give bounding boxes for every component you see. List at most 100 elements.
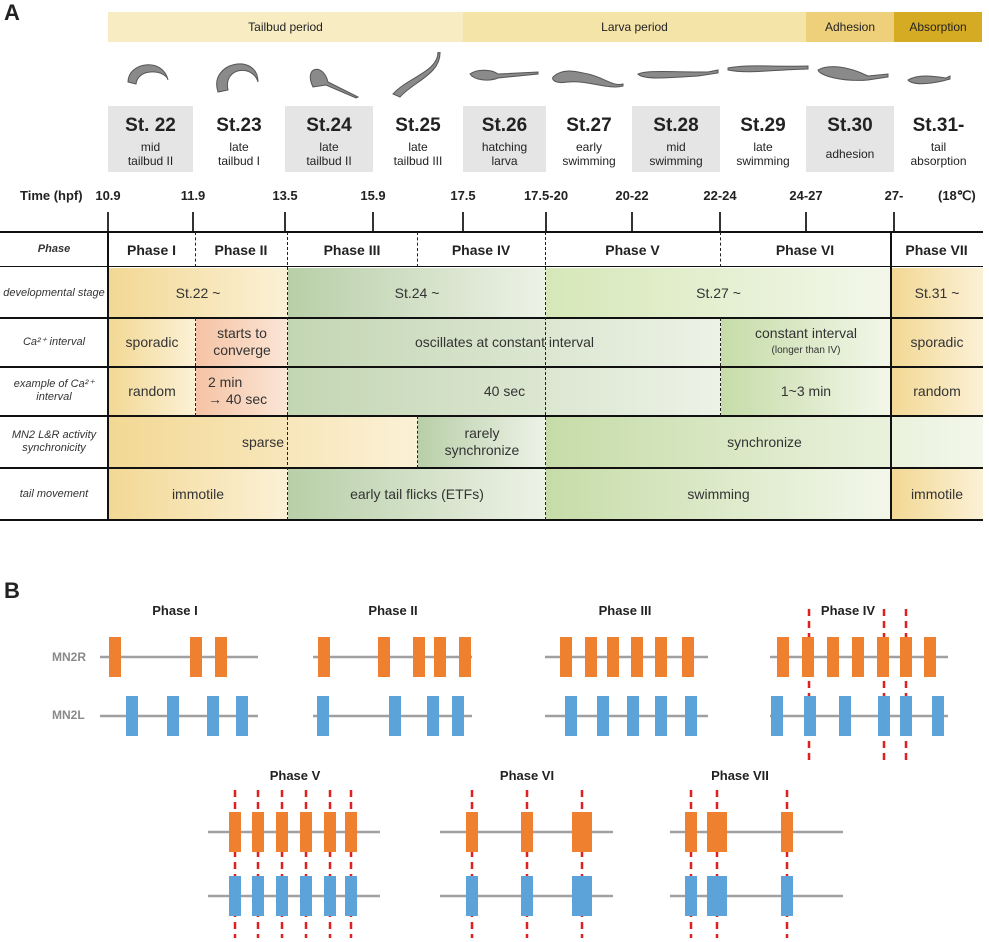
mn2l-spike (839, 696, 851, 736)
embryo-st23-image (216, 63, 259, 93)
ca-interval-note: (longer than IV) (771, 345, 841, 356)
mn2r-spike (378, 637, 390, 677)
time-tick (372, 212, 374, 232)
phase-separator (720, 232, 721, 267)
bg-dev-3 (546, 268, 891, 320)
phase-header: Phase V (605, 241, 660, 258)
panel-b-letter: B (4, 578, 20, 603)
mn2l-spike (597, 696, 609, 736)
phase-vi-title: Phase VI (499, 768, 555, 783)
stage-desc: mid (140, 140, 161, 154)
time-value: 15.9 (360, 188, 386, 203)
dev-stage-cell: St.24 ~ (394, 284, 440, 301)
period-larva: Larva period (463, 12, 806, 42)
mn2l-spike (452, 696, 464, 736)
mn2l-spike (300, 876, 312, 916)
phase-row-label: Phase (37, 243, 71, 255)
mn2r-spike (466, 812, 478, 852)
phase-iv-title: Phase IV (820, 603, 876, 618)
mn2l-spike (324, 876, 336, 916)
phase-header: Phase VI (775, 241, 835, 258)
bg-mn-2 (418, 416, 546, 468)
time-value: 17.5 (450, 188, 476, 203)
mn2l-spike (466, 876, 478, 916)
example-interval-line: 2 min (208, 374, 243, 390)
phase-i-title: Phase I (152, 603, 198, 618)
tail-movement-cell: immotile (910, 485, 964, 502)
mn2r-spike (585, 637, 597, 677)
tail-movement-row-label: tail movement (19, 487, 89, 500)
mn2l-spike (427, 696, 439, 736)
bg-dev-2 (288, 268, 546, 320)
stage-desc: swimming (562, 154, 616, 168)
mn2l-spike (900, 696, 912, 736)
time-tick (805, 212, 807, 232)
mn2r-spike (560, 637, 572, 677)
period-adhesion: Adhesion (806, 12, 894, 42)
dev-stage-row-label: developmental stage (3, 286, 105, 299)
mn2l-spike (781, 876, 793, 916)
table-line (0, 317, 983, 319)
embryo-st27-image (552, 70, 624, 88)
bg-dev-1 (108, 268, 288, 320)
mn2r-spike (109, 637, 121, 677)
table-column-line (890, 231, 892, 521)
stage-number: St.28 (653, 115, 699, 136)
mn2-sync-cell: rarely synchronize (444, 425, 520, 458)
time-tick (719, 212, 721, 232)
mn2r-spike (324, 812, 336, 852)
mn2r-spike (685, 812, 697, 852)
mn2l-label: MN2L (52, 708, 85, 722)
period-label: Adhesion (824, 20, 876, 34)
temperature-label: (18℃) (938, 188, 976, 203)
period-absorption: Absorption (894, 12, 982, 42)
period-label: Absorption (909, 20, 967, 34)
phase-separator (195, 232, 196, 267)
ca-interval-cell: starts to converge (213, 325, 271, 358)
example-interval-cell: 40 sec (483, 382, 526, 399)
phase-header: Phase VII (905, 241, 968, 258)
stage-number: St.24 (306, 115, 352, 136)
stage-desc: swimming (736, 154, 790, 168)
stage-desc: tailbud III (393, 154, 443, 168)
mn2l-spike (771, 696, 783, 736)
stage-desc: early (575, 140, 602, 154)
ca-interval-cell: sporadic (910, 333, 964, 350)
table-line (0, 519, 983, 521)
bg-mn-1 (108, 416, 418, 468)
time-tick (107, 212, 109, 232)
example-interval-cell: 1~3 min (780, 382, 832, 399)
time-tick (545, 212, 547, 232)
phase-iii-title: Phase III (598, 603, 652, 618)
mn2r-spike (215, 637, 227, 677)
mn2r-spike (682, 637, 694, 677)
stage-desc: tailbud I (217, 154, 261, 168)
table-line (0, 231, 983, 233)
time-tick (893, 212, 895, 232)
stage-desc: larva (491, 154, 518, 168)
mn2r-spike (434, 637, 446, 677)
mn2r-spike (924, 637, 936, 677)
dev-stage-cell: St.31 ~ (914, 284, 960, 301)
time-tick (192, 212, 194, 232)
phase-separator (545, 232, 546, 520)
ca-interval-cell: sporadic (125, 333, 179, 350)
mn2r-spike (229, 812, 241, 852)
mn2r-spike (631, 637, 643, 677)
mn2r-label: MN2R (52, 650, 87, 664)
mn2l-spike (236, 696, 248, 736)
mn2r-spike (300, 812, 312, 852)
mn2l-spike (207, 696, 219, 736)
mn2r-spike (572, 812, 592, 852)
time-value: 24-27 (789, 188, 823, 203)
mn2r-spike (345, 812, 357, 852)
bg-mn-3 (546, 416, 983, 468)
embryo-st24-image (309, 69, 360, 99)
